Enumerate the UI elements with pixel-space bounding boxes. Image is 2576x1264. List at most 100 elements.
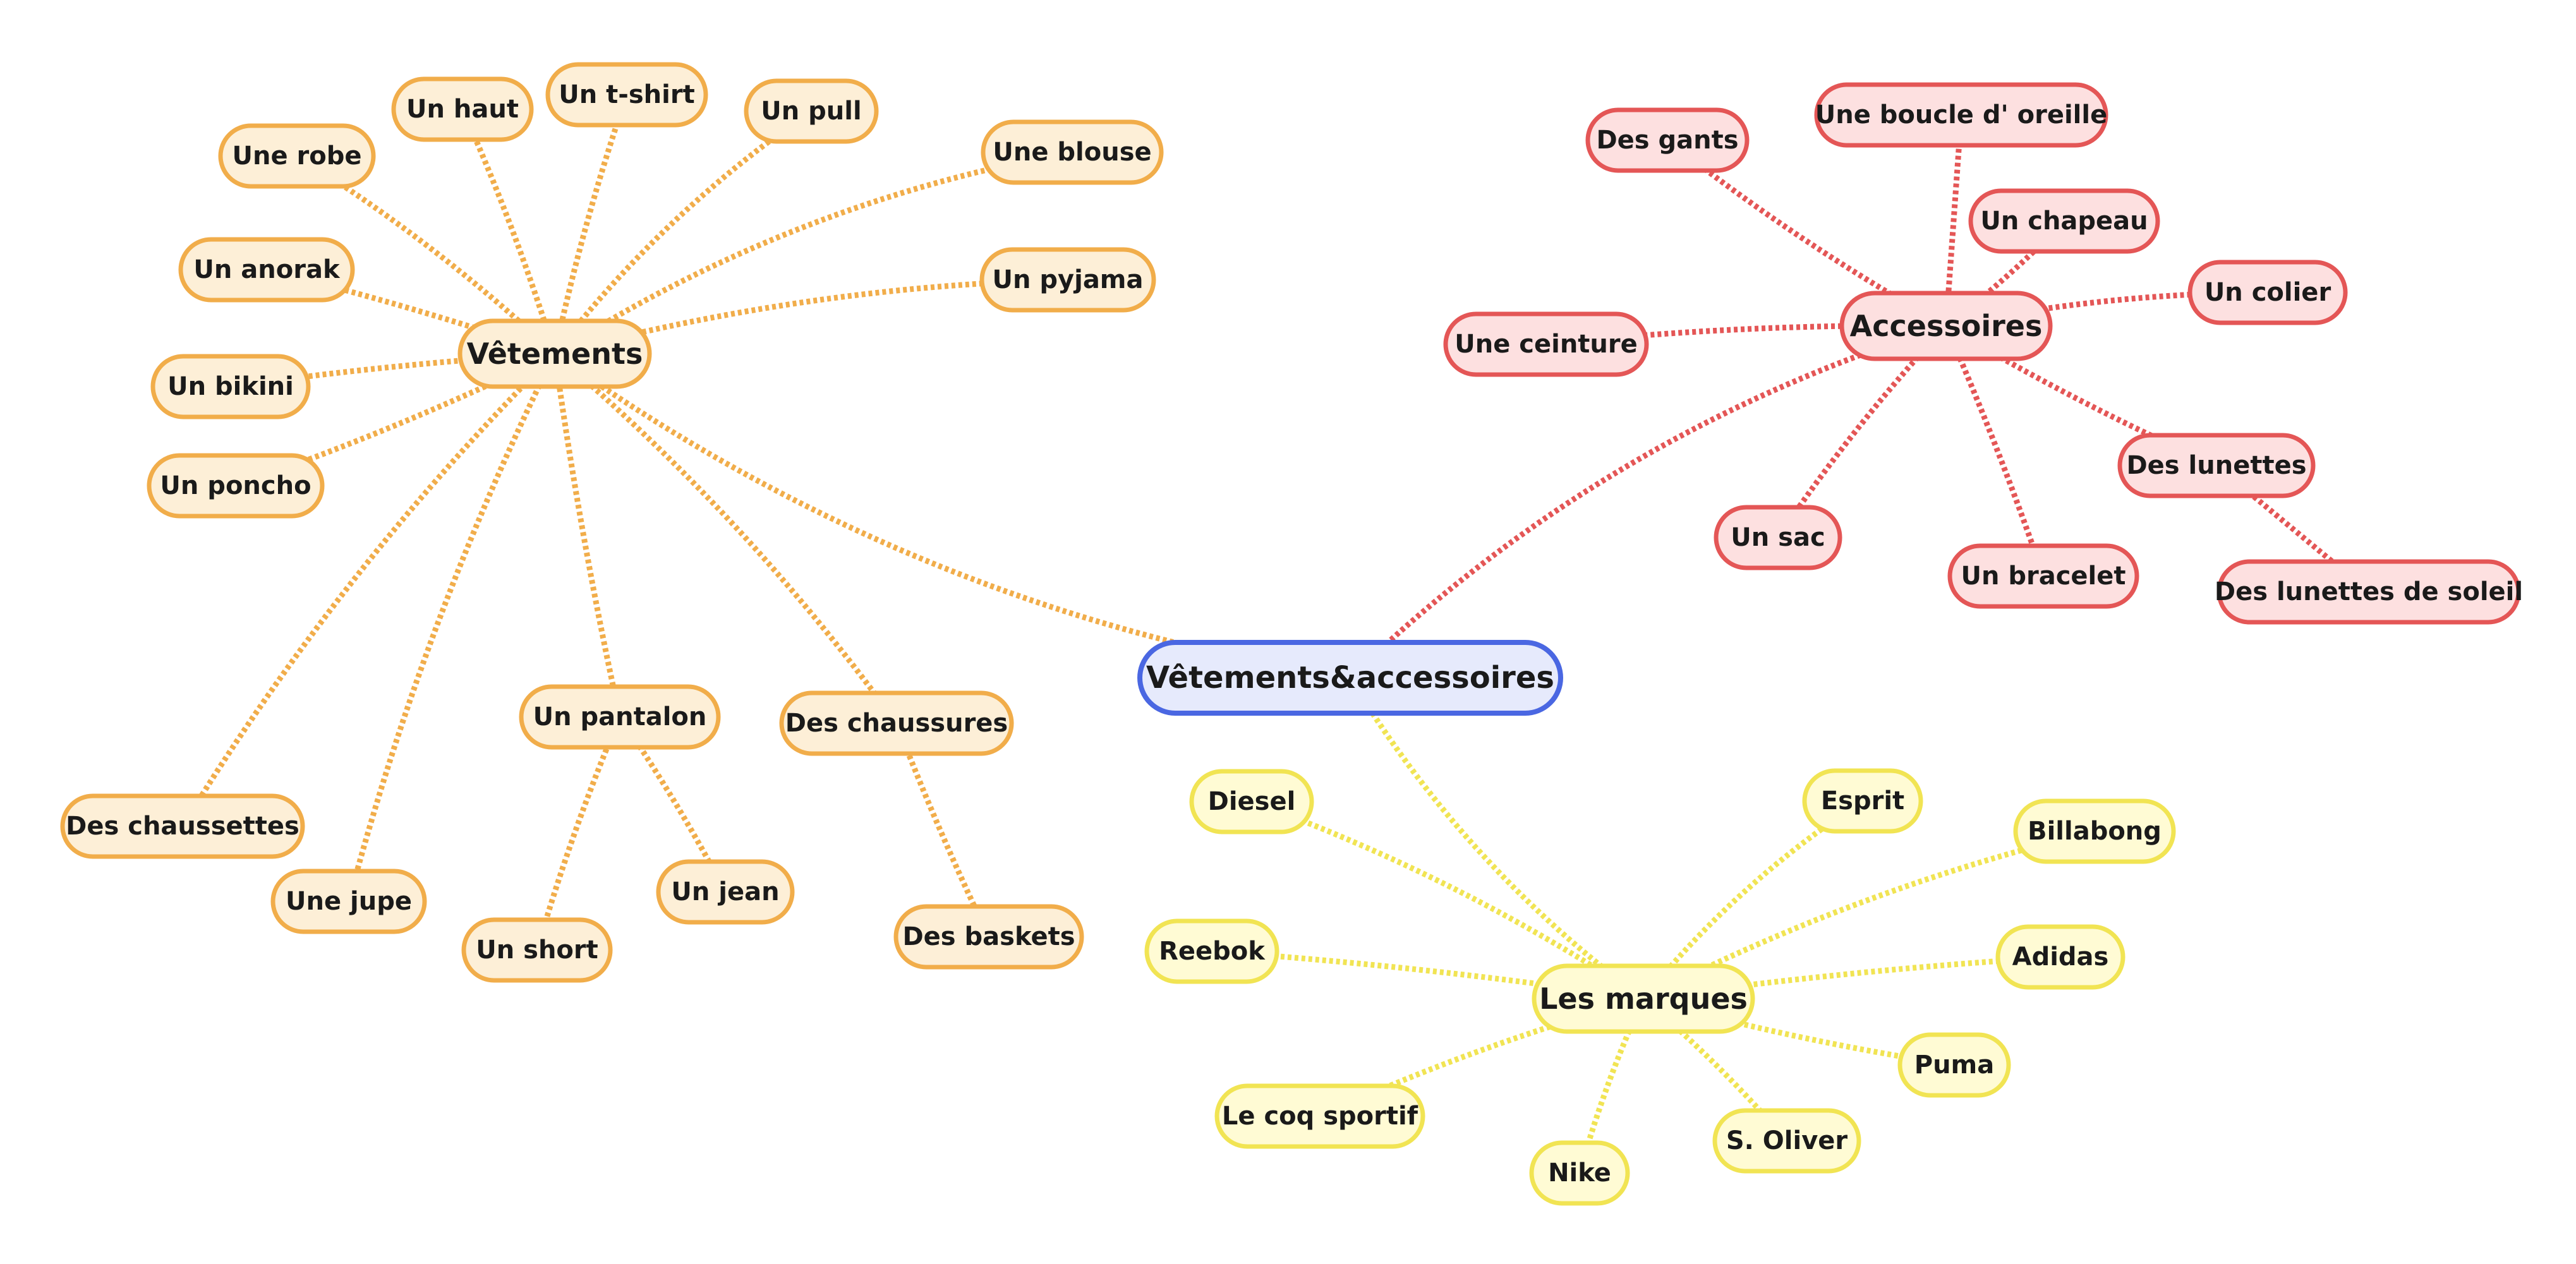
node-un-poncho[interactable]: Un poncho (147, 453, 325, 519)
node-des-baskets-label: Des baskets (902, 922, 1075, 951)
node-une-blouse-label: Une blouse (993, 138, 1151, 167)
node-un-sac-box (1714, 505, 1842, 570)
node-un-haut-box (391, 76, 534, 142)
edge-vetements-to-un-pyjama (553, 277, 1068, 357)
node-nike-label: Nike (1548, 1159, 1611, 1188)
node-des-lunettes-label: Des lunettes (2126, 451, 2306, 480)
edge-root-to-vetements (553, 351, 1351, 681)
node-un-chapeau[interactable]: Un chapeau (1968, 188, 2160, 254)
node-un-chapeau-box (1968, 188, 2160, 254)
node-le-coq[interactable]: Le coq sportif (1214, 1083, 1425, 1149)
node-diesel[interactable]: Diesel (1189, 769, 1314, 834)
node-un-anorak[interactable]: Un anorak (178, 237, 355, 303)
edge-un-pantalon-to-un-short (534, 716, 623, 951)
node-adidas[interactable]: Adidas (1995, 924, 2126, 990)
node-un-short[interactable]: Un short (461, 917, 613, 983)
node-reebok-label: Reebok (1159, 937, 1266, 966)
node-les-marques-box (1532, 963, 1755, 1034)
node-un-anorak-box (178, 237, 355, 303)
node-une-blouse-box (981, 119, 1164, 185)
node-diesel-label: Diesel (1208, 787, 1296, 816)
node-accessoires[interactable]: Accessoires (1839, 291, 2053, 361)
node-un-pantalon-box (519, 684, 721, 750)
node-esprit[interactable]: Esprit (1802, 768, 1923, 834)
node-un-colier[interactable]: Un colier (2187, 260, 2348, 325)
edge-des-lunettes-to-des-lunettes-soleil (2215, 463, 2371, 594)
node-un-haut-label: Un haut (406, 95, 519, 124)
node-puma-label: Puma (1914, 1050, 1994, 1080)
node-des-baskets-box (893, 904, 1084, 970)
node-une-robe-label: Une robe (233, 141, 362, 171)
node-root[interactable]: Vêtements&accessoires (1137, 640, 1563, 716)
node-un-tshirt[interactable]: Un t-shirt (545, 62, 708, 128)
node-un-jean[interactable]: Un jean (656, 859, 795, 925)
node-s-oliver-box (1712, 1108, 1861, 1174)
node-accessoires-label: Accessoires (1850, 309, 2043, 343)
node-un-poncho-label: Un poncho (160, 471, 311, 500)
node-vetements-label: Vêtements (467, 337, 643, 371)
node-des-gants[interactable]: Des gants (1585, 107, 1750, 173)
node-un-chapeau-label: Un chapeau (1980, 207, 2148, 236)
node-nike[interactable]: Nike (1529, 1140, 1630, 1206)
node-un-bikini-label: Un bikini (167, 372, 294, 401)
node-un-tshirt-label: Un t-shirt (559, 80, 694, 109)
edge-vetements-to-un-tshirt (552, 93, 630, 354)
node-un-pyjama-box (979, 247, 1156, 313)
node-une-jupe-label: Une jupe (286, 887, 412, 916)
node-reebok-box (1144, 918, 1279, 984)
node-des-lunettes-soleil[interactable]: Des lunettes de soleil (2215, 559, 2523, 625)
node-une-ceinture[interactable]: Une ceinture (1443, 311, 1649, 377)
node-les-marques[interactable]: Les marques (1532, 963, 1755, 1034)
connector-lines (180, 93, 2371, 1174)
node-un-bracelet-label: Un bracelet (1961, 562, 2126, 591)
node-une-robe[interactable]: Une robe (218, 123, 376, 189)
edge-accessoires-to-un-chapeau (1944, 219, 2067, 328)
node-reebok[interactable]: Reebok (1144, 918, 1279, 984)
node-root-label: Vêtements&accessoires (1146, 660, 1554, 695)
node-un-pull[interactable]: Un pull (744, 78, 879, 144)
node-s-oliver[interactable]: S. Oliver (1712, 1108, 1861, 1174)
node-un-sac[interactable]: Un sac (1714, 505, 1842, 570)
edge-vetements-to-un-pull (552, 109, 813, 356)
node-s-oliver-label: S. Oliver (1726, 1126, 1848, 1155)
node-vetements-box (457, 318, 652, 389)
node-une-blouse[interactable]: Une blouse (981, 119, 1164, 185)
node-une-boucle[interactable]: Une boucle d' oreille (1814, 82, 2108, 148)
node-un-haut[interactable]: Un haut (391, 76, 534, 142)
node-puma[interactable]: Puma (1897, 1032, 2011, 1098)
node-des-chaussettes-box (60, 793, 305, 859)
node-un-pull-box (744, 78, 879, 144)
node-un-bikini[interactable]: Un bikini (150, 354, 311, 419)
node-une-boucle-label: Une boucle d' oreille (1815, 100, 2107, 129)
node-billabong[interactable]: Billabong (2013, 798, 2176, 864)
node-un-sac-label: Un sac (1731, 523, 1825, 552)
node-des-chaussures[interactable]: Des chaussures (779, 690, 1014, 756)
node-des-lunettes-soleil-label: Des lunettes de soleil (2215, 577, 2523, 606)
node-un-bracelet[interactable]: Un bracelet (1947, 543, 2139, 609)
node-un-anorak-label: Un anorak (193, 255, 341, 284)
node-un-colier-box (2187, 260, 2348, 325)
node-un-jean-box (656, 859, 795, 925)
node-billabong-box (2013, 798, 2176, 864)
node-des-lunettes-box (2117, 433, 2316, 498)
edge-root-to-les-marques (1348, 676, 1645, 1001)
node-des-baskets[interactable]: Des baskets (893, 904, 1084, 970)
node-une-jupe[interactable]: Une jupe (270, 869, 427, 934)
node-une-boucle-box (1814, 82, 2108, 148)
edge-vetements-to-un-haut (459, 108, 558, 355)
node-un-tshirt-box (545, 62, 708, 128)
node-esprit-label: Esprit (1821, 786, 1904, 816)
node-des-chaussures-label: Des chaussures (785, 709, 1008, 738)
node-un-pyjama[interactable]: Un pyjama (979, 247, 1156, 313)
edge-les-marques-to-esprit (1641, 798, 1865, 1001)
node-le-coq-box (1214, 1083, 1425, 1149)
node-vetements[interactable]: Vêtements (457, 318, 652, 389)
edge-vetements-to-une-jupe (346, 352, 558, 903)
node-un-bikini-box (150, 354, 311, 419)
node-billabong-label: Billabong (2028, 817, 2162, 846)
node-un-pantalon[interactable]: Un pantalon (519, 684, 721, 750)
node-des-chaussettes[interactable]: Des chaussettes (60, 793, 305, 859)
node-des-lunettes[interactable]: Des lunettes (2117, 433, 2316, 498)
node-nike-box (1529, 1140, 1630, 1206)
